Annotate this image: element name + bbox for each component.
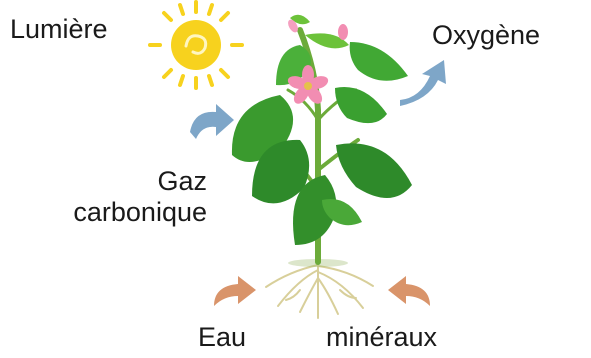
label-oxygen: Oxygène — [432, 20, 540, 51]
arrow-oxygen-out-icon — [400, 60, 446, 106]
roots — [266, 258, 373, 318]
arrow-water-in-icon — [214, 276, 256, 306]
leaves — [232, 15, 412, 245]
sun-icon — [150, 2, 242, 88]
label-light: Lumière — [10, 14, 108, 45]
label-water: Eau — [198, 322, 246, 353]
arrow-co2-in-icon — [190, 104, 234, 139]
label-minerals: minéraux — [326, 322, 437, 353]
label-co2-line1: Gaz — [73, 166, 207, 197]
leaf — [336, 143, 412, 198]
arrow-minerals-in-icon — [388, 276, 430, 306]
label-co2-line2: carbonique — [73, 197, 207, 228]
leaf — [350, 42, 408, 81]
leaf — [335, 87, 387, 123]
label-co2: Gaz carbonique — [73, 166, 207, 228]
